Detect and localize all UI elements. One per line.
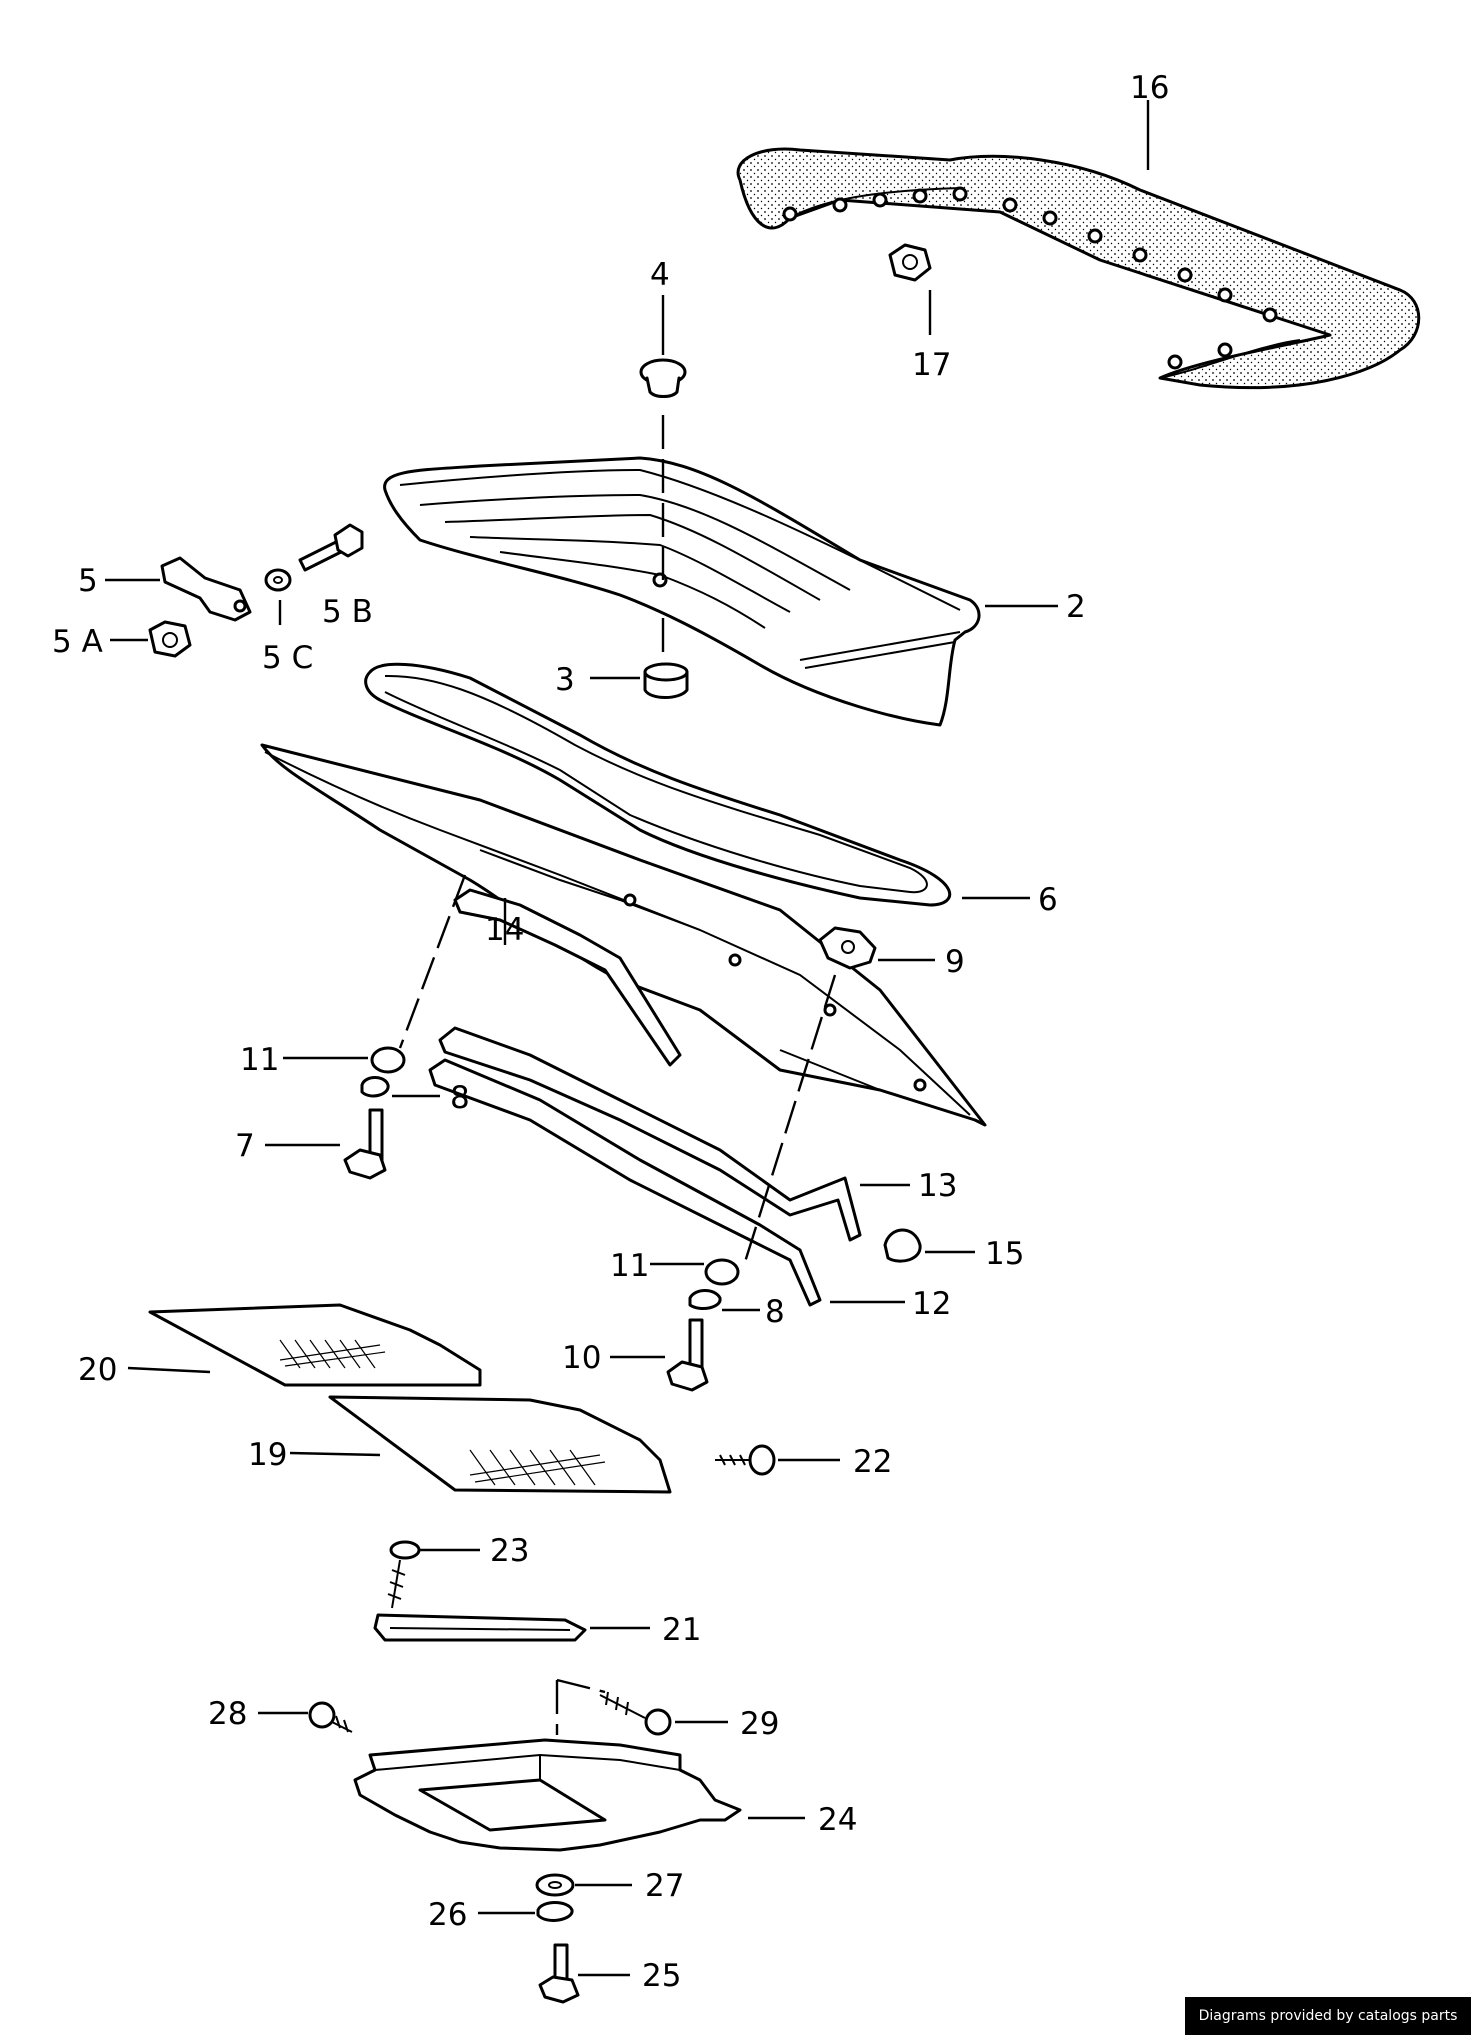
label-6: 6 <box>1038 882 1058 918</box>
label-5b: 5 B <box>322 594 373 630</box>
credit-banner: Diagrams provided by catalogs parts <box>1185 1997 1471 2035</box>
part-17-nut <box>888 243 932 282</box>
part-11-washer-left <box>370 1046 406 1074</box>
part-4-plug <box>639 358 687 398</box>
part-16-spoiler <box>736 147 1421 390</box>
label-23: 23 <box>490 1533 529 1569</box>
label-14: 14 <box>485 912 524 948</box>
label-5a: 5 A <box>52 624 103 660</box>
label-25: 25 <box>642 1958 681 1994</box>
part-3-bushing <box>643 662 689 699</box>
label-4: 4 <box>650 257 670 293</box>
part-2-grille-lid <box>383 456 981 727</box>
label-26: 26 <box>428 1897 467 1933</box>
label-12: 12 <box>912 1286 951 1322</box>
label-13: 13 <box>918 1168 957 1204</box>
label-5: 5 <box>78 563 98 599</box>
part-labels: 16 17 4 2 3 5 5 A 5 B 5 C 6 9 14 11 8 7 … <box>52 70 1169 1994</box>
part-9-clip <box>818 926 877 970</box>
label-10: 10 <box>562 1340 601 1376</box>
label-29: 29 <box>740 1706 779 1742</box>
label-28: 28 <box>208 1696 247 1732</box>
label-11-left: 11 <box>240 1042 279 1078</box>
label-7: 7 <box>235 1128 255 1164</box>
part-27-washer <box>535 1873 575 1897</box>
label-19: 19 <box>248 1437 287 1473</box>
part-6-seal <box>364 662 951 907</box>
label-15: 15 <box>985 1236 1024 1272</box>
label-27: 27 <box>645 1868 684 1904</box>
part-28-screw <box>308 1701 353 1733</box>
part-5b-bolt <box>298 523 364 572</box>
spoiler-studs <box>782 186 1278 370</box>
part-8-clip-left <box>360 1076 390 1098</box>
label-5c: 5 C <box>262 640 313 676</box>
part-22-screw <box>715 1444 776 1476</box>
label-24: 24 <box>818 1802 857 1838</box>
label-20: 20 <box>78 1352 117 1388</box>
part-20-mat <box>148 1303 482 1387</box>
part-21-bar <box>373 1613 587 1642</box>
label-22: 22 <box>853 1444 892 1480</box>
part-10-bolt <box>666 1318 709 1392</box>
leader-lines <box>105 100 1150 1977</box>
part-11-washer-right <box>704 1258 740 1286</box>
part-24-tray <box>353 1738 742 1852</box>
label-2: 2 <box>1066 589 1086 625</box>
part-29-screw <box>599 1691 672 1736</box>
part-25-bolt <box>538 1943 580 2004</box>
assembly-lines <box>398 415 837 1735</box>
part-5c-washer <box>264 568 292 592</box>
part-15-grommet <box>883 1228 922 1263</box>
part-26-clip <box>536 1901 574 1922</box>
label-11-right: 11 <box>610 1248 649 1284</box>
label-8-left: 8 <box>450 1080 470 1116</box>
label-16: 16 <box>1130 70 1169 106</box>
part-12-strip <box>428 1058 822 1307</box>
part-7-bolt <box>343 1108 387 1180</box>
part-5-bracket <box>160 556 252 622</box>
part-19-mat <box>328 1395 672 1494</box>
part-5a-nut <box>148 620 192 658</box>
part-23-screw <box>387 1540 421 1609</box>
part-14-strip <box>453 888 682 1067</box>
part-13-strip <box>438 1026 862 1242</box>
label-9: 9 <box>945 944 965 980</box>
part-8-clip-right <box>688 1289 722 1310</box>
label-17: 17 <box>912 347 951 383</box>
label-8-right: 8 <box>765 1294 785 1330</box>
label-21: 21 <box>662 1612 701 1648</box>
label-3: 3 <box>555 662 575 698</box>
